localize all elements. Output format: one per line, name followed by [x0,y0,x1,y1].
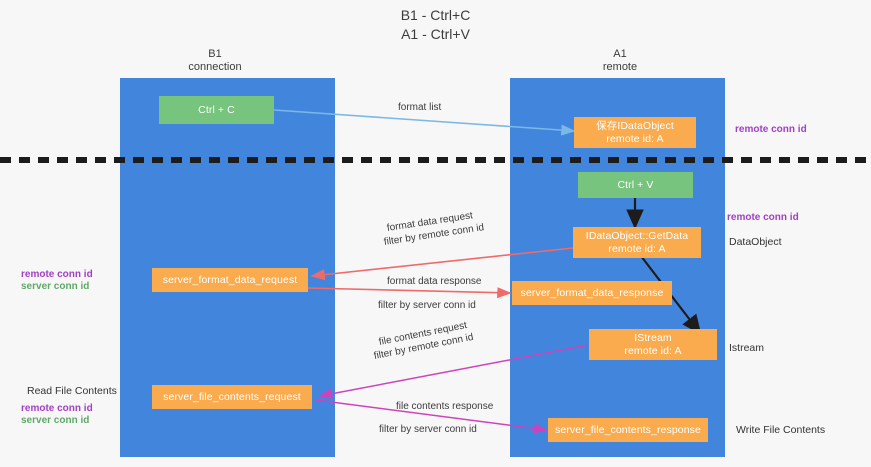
column-header-a1-name: A1 [613,48,627,60]
phase-divider [0,157,871,163]
label-file-contents-request-filter-prefix: filter by [372,344,410,362]
label-format-data-response-filter: filter by server conn id [378,299,476,312]
box-save-idataobject[interactable]: 保存IDataObject remote id: A [574,117,696,148]
label-format-data-request-filter-prefix: filter by [383,231,420,248]
box-istream[interactable]: IStream remote id: A [589,329,717,360]
column-header-b1-sub: connection [188,61,242,73]
label-right-dataobject: DataObject [729,236,782,248]
box-istream-line1: IStream [634,331,672,344]
box-server-format-data-request[interactable]: server_format_data_request [152,268,308,292]
label-right-top-remote-conn-id: remote conn id [735,124,807,135]
box-server-format-data-response-label: server_format_data_response [520,286,664,299]
box-server-file-contents-response-label: server_file_contents_response [555,423,701,436]
box-ctrl-v[interactable]: Ctrl + V [578,172,693,198]
label-format-data-response-filter-prefix: filter by [378,300,414,311]
arrow-format-data-response [306,287,512,299]
label-left-bottom-server-conn-id: server conn id [21,415,90,426]
box-getdata-line2: remote id: A [608,242,666,255]
label-file-contents-response-filter: filter by server conn id [379,423,477,436]
page-title: B1 - Ctrl+C A1 - Ctrl+V [0,6,871,44]
box-save-idataobject-line1: 保存IDataObject [596,119,674,132]
box-getdata-line1: IDataObject::GetData [585,229,689,242]
box-ctrl-c[interactable]: Ctrl + C [159,96,274,124]
label-file-contents-response: file contents response [396,401,494,412]
label-right-write-file-contents: Write File Contents [736,424,826,436]
column-header-a1-sub: remote [602,61,638,73]
box-istream-line2: remote id: A [624,344,682,357]
label-file-contents-response-filter-key: server conn id [414,424,477,435]
label-file-contents-response-filter-prefix: filter by [379,424,415,435]
box-getdata[interactable]: IDataObject::GetData remote id: A [573,227,701,258]
label-format-data-response: format data response [387,276,482,287]
label-format-data-response-filter-key: server conn id [413,300,476,311]
page-title-line2: A1 - Ctrl+V [401,26,470,42]
label-left-read-file-contents: Read File Contents [27,385,117,397]
box-server-file-contents-response[interactable]: server_file_contents_response [548,418,708,442]
label-left-bottom-remote-conn-id: remote conn id [21,403,93,414]
box-save-idataobject-line2: remote id: A [606,132,664,145]
box-ctrl-c-label: Ctrl + C [198,103,235,116]
column-header-a1: A1 remote [540,48,700,74]
page-title-line1: B1 - Ctrl+C [400,7,471,23]
label-right-mid-remote-conn-id: remote conn id [727,212,799,223]
label-format-list: format list [398,102,442,113]
box-server-format-data-request-label: server_format_data_request [162,273,298,286]
label-left-mid-remote-conn-id: remote conn id [21,269,93,280]
label-right-istream: Istream [729,342,765,354]
box-server-file-contents-request-label: server_file_contents_request [163,390,301,403]
column-header-b1-name: B1 [208,48,222,60]
label-left-mid-server-conn-id: server conn id [21,281,90,292]
box-server-format-data-response[interactable]: server_format_data_response [512,281,672,305]
box-ctrl-v-label: Ctrl + V [617,178,654,191]
box-server-file-contents-request[interactable]: server_file_contents_request [152,385,312,409]
column-header-b1: B1 connection [135,48,295,74]
